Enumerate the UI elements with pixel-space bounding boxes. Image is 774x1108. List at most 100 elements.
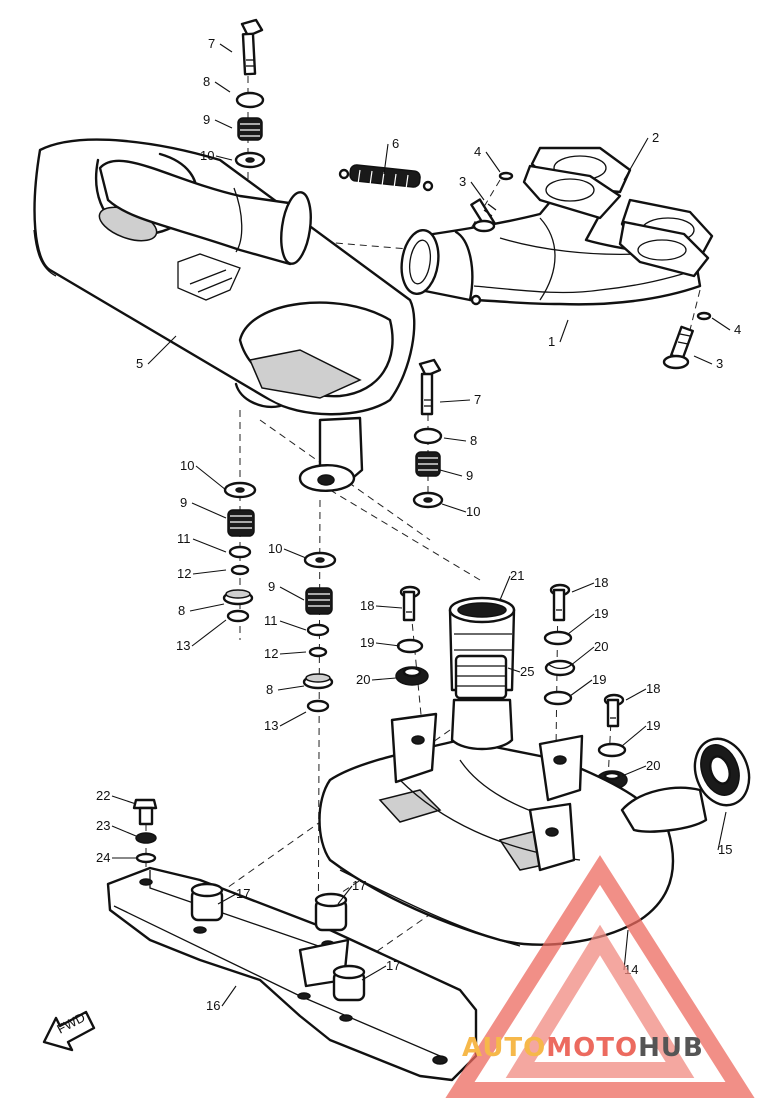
part-number-label: 2 [652,130,659,145]
part-number-label: 20 [646,758,660,773]
callout-17: 17 [337,878,366,905]
callout-9: 9 [268,579,305,601]
leader-line [214,119,233,129]
callout-18: 18 [625,681,660,701]
callout-8: 8 [178,603,225,618]
washer-10-center [303,551,337,569]
bolt-7-upper [240,18,264,76]
watermark-auto: AUTO [462,1033,546,1063]
callout-19: 19 [567,606,608,635]
watermark-hub: HUB [638,1033,704,1063]
leader-line [383,143,389,175]
callout-11: 11 [264,613,307,631]
exhaust-pipe-1 [400,188,702,306]
part-number-label: 11 [264,613,278,628]
leader-line [499,575,511,601]
part-number-label: 15 [718,842,732,857]
leader-line [439,399,471,403]
callout-22: 22 [96,788,137,805]
part-number-label: 25 [520,664,534,679]
callout-9: 9 [439,468,473,483]
leader-line [441,503,467,513]
callout-6: 6 [383,136,399,175]
washer-10-right [412,491,444,509]
callout-19: 19 [621,718,660,747]
washer-11-left [228,545,252,559]
callout-5: 5 [136,335,177,371]
leader-line [192,569,227,575]
callout-8: 8 [266,682,305,697]
leader-line [279,651,307,655]
bolt-18-far [603,693,625,728]
washer-12-center [308,646,328,658]
part-number-label: 12 [264,646,278,661]
part-number-label: 4 [474,144,481,159]
leader-line [279,711,307,727]
part-number-label: 10 [180,458,194,473]
leader-line [621,725,647,747]
washer-4-upper [498,171,514,181]
callout-8: 8 [203,74,231,93]
callout-17: 17 [217,886,250,905]
part-number-label: 9 [203,112,210,127]
leader-line [567,613,595,635]
spring-9-left [227,509,255,537]
leader-line [214,81,231,93]
leader-line [371,677,397,681]
part-number-label: 24 [96,850,110,865]
callout-3: 3 [693,355,723,371]
part-number-label: 18 [594,575,608,590]
washer-8-upper [235,91,265,109]
washer-24 [135,852,157,864]
leader-line [559,319,569,343]
leader-line [623,137,649,181]
callout-7: 7 [208,36,233,53]
callout-10: 10 [180,458,227,491]
leader-line [361,965,387,981]
callout-15: 15 [717,811,732,857]
leader-line [623,929,629,971]
damper-17-right [332,964,366,1002]
part-number-label: 21 [510,568,524,583]
leader-line [621,765,647,777]
leader-line [625,688,647,701]
leader-line [693,355,713,365]
part-number-label: 3 [459,174,466,189]
part-number-label: 12 [177,566,191,581]
part-number-label: 19 [360,635,374,650]
leader-line [111,795,137,805]
callout-20: 20 [569,639,608,667]
part-number-label: 10 [466,504,480,519]
callout-1: 1 [548,319,569,349]
part-number-label: 11 [177,531,191,546]
washer-13-left [226,609,250,623]
callout-3: 3 [459,174,485,201]
leader-line [277,685,305,691]
watermark-moto: MOTO [546,1033,638,1063]
callout-11: 11 [177,531,227,553]
fwd-arrow-icon: FWD [42,1010,96,1052]
washer-10-upper [234,151,266,169]
part-number-callouts: 7891064324315789101091112813109111281318… [96,36,741,1013]
gasket-15 [693,737,751,807]
callout-8: 8 [443,433,477,448]
washer-23 [135,832,157,844]
leader-line [375,642,401,647]
washer-11-center [306,623,330,637]
part-number-label: 6 [392,136,399,151]
watermark-triangle-inner [505,924,695,1078]
callout-10: 10 [200,148,233,163]
callout-20: 20 [356,672,397,687]
leader-line [485,151,501,173]
washer-19-right-b [543,690,573,706]
leader-line [717,811,727,851]
callout-18: 18 [571,575,608,593]
leader-line [711,317,731,331]
callout-7: 7 [439,392,481,407]
gasket-2-d [618,220,710,278]
part-number-label: 8 [266,682,273,697]
part-number-label: 23 [96,818,110,833]
washer-19-left [396,638,424,654]
collar-8-center [302,673,334,690]
leader-line [189,603,225,612]
